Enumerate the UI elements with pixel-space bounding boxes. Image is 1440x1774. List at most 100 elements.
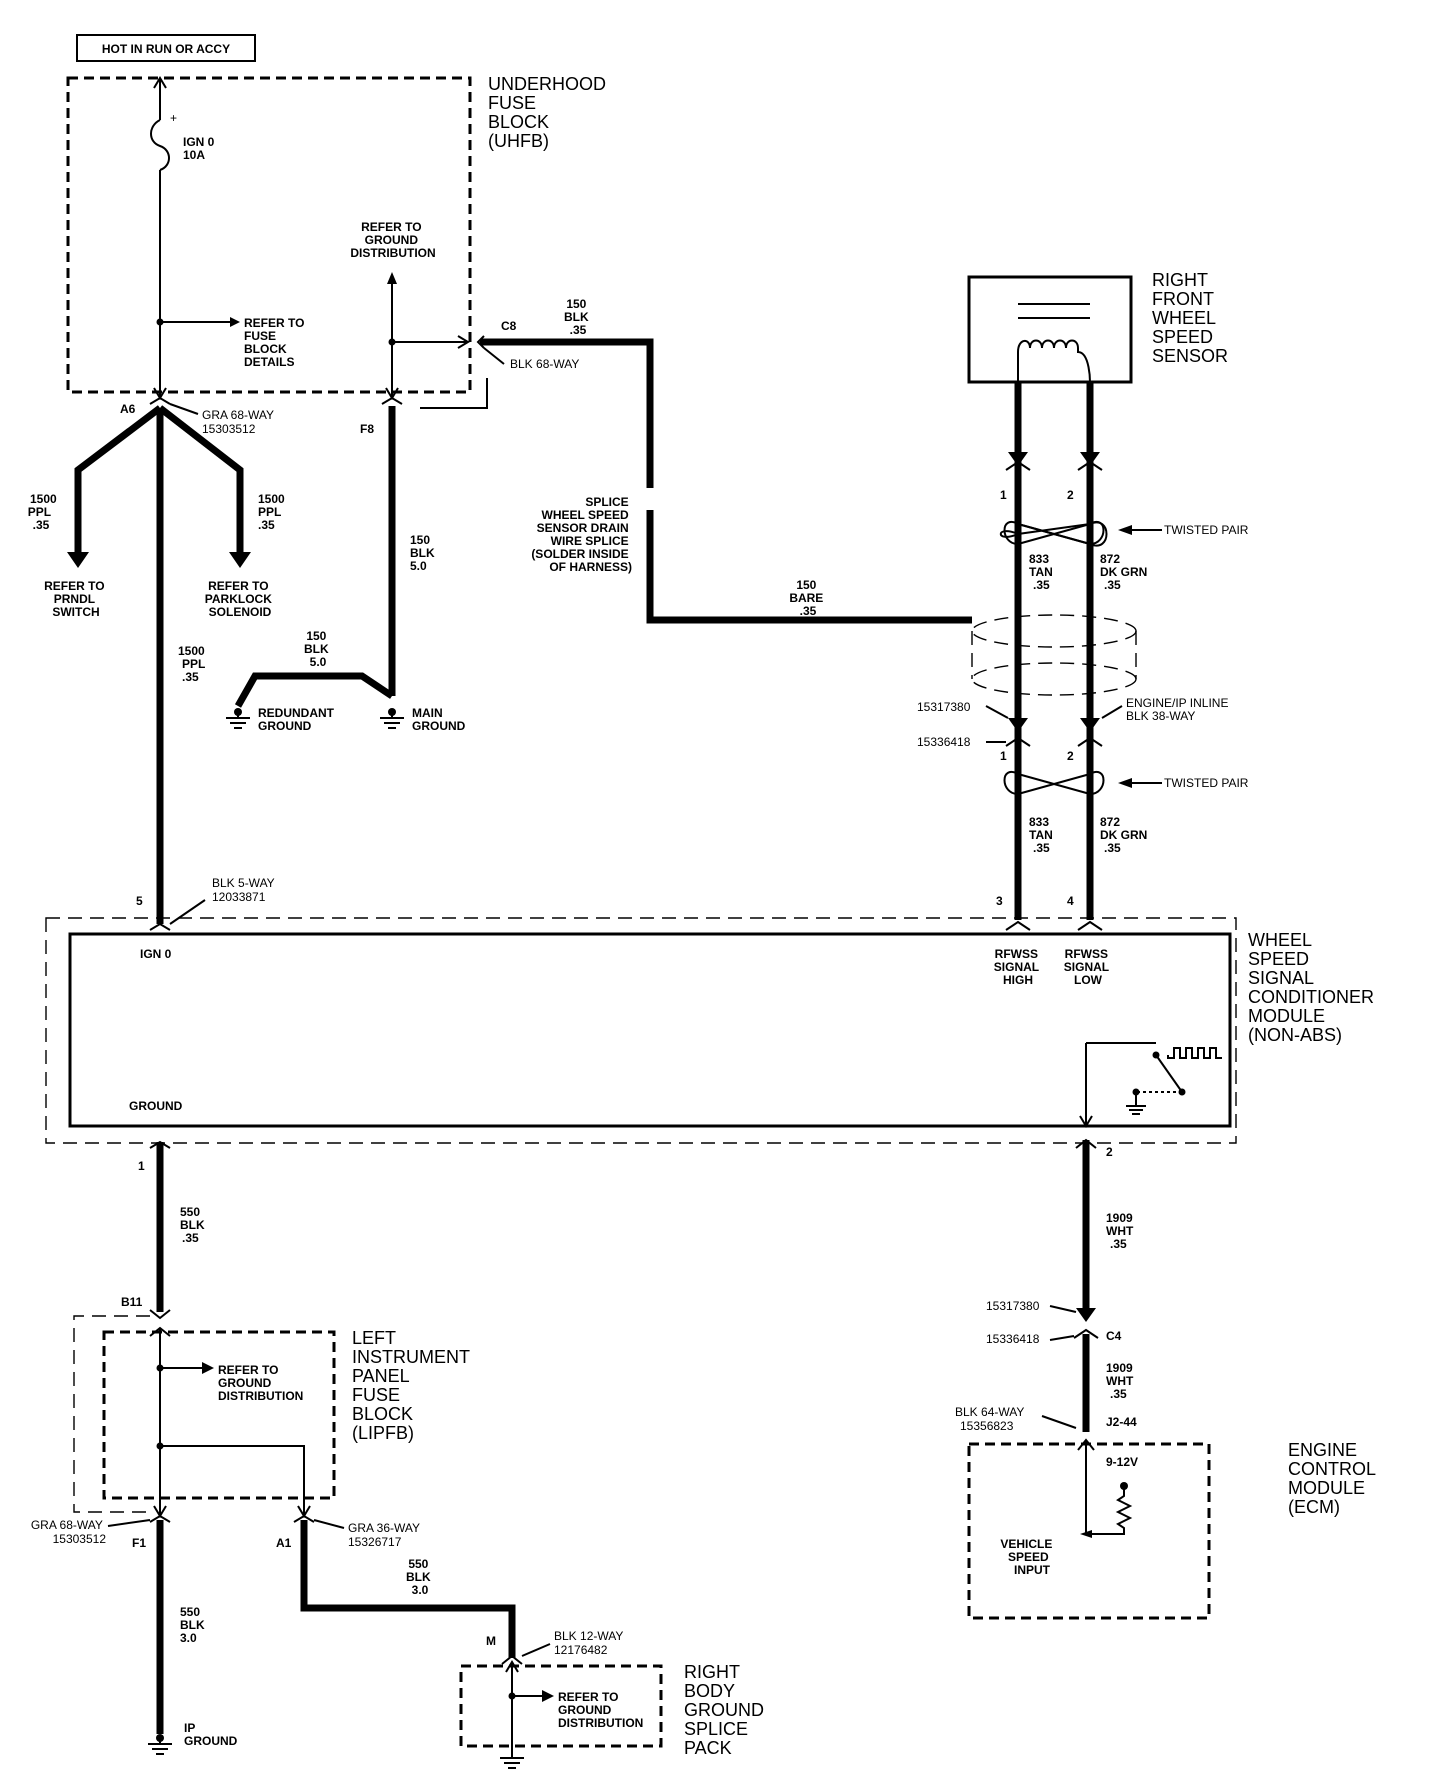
uhfb-box <box>66 76 472 394</box>
fuse-icon <box>150 119 170 171</box>
a6-pin: A6 <box>120 402 136 416</box>
wire-grn-upper-label: 872 DK GRN .35 <box>1100 552 1151 592</box>
ecm-resistor-icon <box>1090 1486 1133 1535</box>
shield-bottom <box>971 662 1137 696</box>
c4-lower: 15336418 <box>986 1332 1040 1346</box>
a6-leader <box>169 403 199 415</box>
c4-pin: C4 <box>1106 1329 1122 1343</box>
main-ground-icon <box>380 708 404 729</box>
terminal-ign: IGN 0 <box>140 947 172 961</box>
c4-upper: 15317380 <box>986 1299 1040 1313</box>
inline-left-lower: 15336418 <box>917 735 971 749</box>
wire-prndl <box>74 405 163 558</box>
inline-pin-1: 1 <box>1000 749 1007 763</box>
module-internal-ground-icon <box>1126 1092 1146 1115</box>
c8-connector-label: BLK 68-WAY <box>510 357 579 371</box>
wire-gnd-module-label: 550 BLK .35 <box>180 1205 208 1245</box>
ecm-label: ENGINE CONTROL MODULE (ECM) <box>1288 1440 1380 1517</box>
wire-tan-lower-label: 833 TAN .35 <box>1029 815 1056 855</box>
twisted-pair-upper-label: TWISTED PAIR <box>1164 523 1249 537</box>
splice-m-label: BLK 12-WAY 12176482 <box>554 1629 626 1657</box>
uhfb-label: UNDERHOOD FUSE BLOCK (UHFB) <box>488 74 611 151</box>
lipfb-a1-line <box>160 1445 305 1516</box>
sensor-pin-2: 2 <box>1067 488 1074 502</box>
shield-top <box>971 614 1137 648</box>
fuse-name: IGN 0 <box>183 135 215 149</box>
c4-arrow <box>1076 1308 1096 1322</box>
terminal-ground: GROUND <box>129 1099 183 1113</box>
wsscm-pin2-connector <box>1075 1138 1097 1149</box>
uhfb-gnd-arrowhead <box>387 272 397 284</box>
ecm-conn-label: BLK 64-WAY 15356823 <box>955 1405 1027 1433</box>
terminal-high: RFWSS SIGNAL HIGH <box>994 947 1042 987</box>
twisted-pair-lower-icon <box>1003 771 1105 795</box>
sensor-connector <box>1005 460 1103 471</box>
c4-lower-leader <box>1049 1335 1075 1341</box>
wire-f8-blk-label: 150 BLK 5.0 <box>410 533 438 573</box>
wire-gnd-a1-label: 550 BLK 3.0 <box>406 1557 434 1597</box>
wire-ign-main-label: 1500 PPL .35 <box>178 644 208 684</box>
inline-connector <box>1005 736 1103 747</box>
twisted-pair-upper-arrowhead <box>1118 525 1132 535</box>
inline-left-upper: 15317380 <box>917 700 971 714</box>
ecm-input-label: VEHICLE SPEED INPUT <box>1000 1537 1055 1577</box>
wsscm-outer-dashed <box>45 917 1237 1144</box>
fuse-rating: 10A <box>183 148 205 162</box>
wire-prndl-label: 1500 PPL .35 <box>28 492 60 532</box>
c8-leader <box>483 347 505 365</box>
b11-arrow <box>149 1309 171 1320</box>
parklock-arrowhead <box>229 552 251 568</box>
wire-drain-bare-label: 150 BARE .35 <box>789 578 826 618</box>
wsscm-pin1-connector <box>149 1140 171 1149</box>
splice-note: SPLICE WHEEL SPEED SENSOR DRAIN WIRE SPL… <box>531 495 632 574</box>
wsscm-5way-leader <box>169 899 206 925</box>
splice-pack-box <box>459 1664 663 1748</box>
rfwss-label: RIGHT FRONT WHEEL SPEED SENSOR <box>1152 270 1228 366</box>
sensor-pin-1: 1 <box>1000 488 1007 502</box>
wsscm-pin34-connector <box>1005 920 1103 931</box>
c8-bracket <box>420 378 488 409</box>
f8-pin: F8 <box>360 422 374 436</box>
c4-upper-leader <box>1049 1305 1077 1313</box>
wire-gnd-f1-label: 550 BLK 3.0 <box>180 1605 208 1645</box>
shield-sides <box>971 631 1137 679</box>
wire-parklock-label: 1500 PPL .35 <box>258 492 288 532</box>
inline-right-leader <box>1101 705 1123 719</box>
ip-ground-label: IP GROUND <box>184 1721 238 1748</box>
wsscm-pin2: 2 <box>1106 1145 1113 1159</box>
wsscm-pin5-connector <box>149 922 171 931</box>
splice-ground-dist-ref: REFER TO GROUND DISTRIBUTION <box>558 1690 643 1730</box>
redundant-ground-icon <box>226 708 250 729</box>
b11-pin: B11 <box>121 1295 143 1309</box>
wire-parklock <box>157 405 244 558</box>
wire-gnd-a1 <box>300 1520 516 1658</box>
fuse-plus: + <box>170 111 177 125</box>
splice-m-leader <box>521 1643 551 1657</box>
twisted-pair-lower-arrowhead <box>1118 778 1132 788</box>
ecm-conn-leader <box>1041 1415 1077 1429</box>
wire-wht-upper-label: 1909 WHT .35 <box>1106 1211 1137 1251</box>
rfwss-magnet-icon <box>1018 303 1090 319</box>
wire-redundant-blk <box>234 672 394 708</box>
a6-connector-label: GRA 68-WAY 15303512 <box>202 408 277 436</box>
wsscm-box <box>68 932 1232 1128</box>
hot-label: HOT IN RUN OR ACCY <box>102 42 230 56</box>
terminal-low: RFWSS SIGNAL LOW <box>1064 947 1112 987</box>
a1-leader <box>313 1519 345 1529</box>
prndl-arrowhead <box>67 552 89 568</box>
c8-pin: C8 <box>501 319 517 333</box>
module-out-arrow <box>1079 1115 1093 1128</box>
redundant-ground-label: REDUNDANT GROUND <box>258 706 337 733</box>
ip-ground-icon <box>148 1734 172 1755</box>
lipfb-gnd-arrowhead <box>202 1362 214 1374</box>
a1-pin: A1 <box>276 1536 292 1550</box>
a6-connector <box>149 396 171 405</box>
f1-pin: F1 <box>132 1536 146 1550</box>
f1-connector-label: GRA 68-WAY 15303512 <box>31 1518 106 1546</box>
inline-1-arrow <box>1008 718 1028 732</box>
hot-label-box <box>76 34 256 62</box>
splice-gnd-arrowhead <box>542 1690 554 1702</box>
wsscm-5way-label: BLK 5-WAY 12033871 <box>212 876 278 904</box>
a1-connector-label: GRA 36-WAY 15326717 <box>348 1521 423 1549</box>
splice-pack-label: RIGHT BODY GROUND SPLICE PACK <box>684 1662 769 1758</box>
